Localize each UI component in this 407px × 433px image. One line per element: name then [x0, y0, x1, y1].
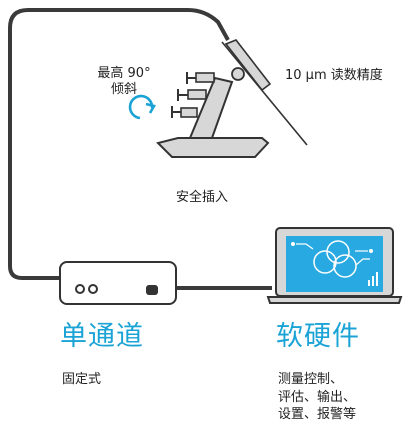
- stand-icon: [156, 72, 270, 158]
- rotate-arrow-icon: [128, 94, 156, 120]
- probe-icon: [221, 39, 308, 146]
- right-desc-line: 测量控制、: [278, 372, 344, 387]
- tilt-label: 最高 90° 倾斜: [88, 66, 160, 99]
- left-section-title: 单通道: [60, 321, 144, 352]
- right-section-title: 软硬件: [276, 321, 360, 352]
- right-section-desc: 测量控制、 评估、输出、 设置、报警等: [278, 371, 356, 424]
- bar-chart-icon: [368, 272, 378, 286]
- safe-insert-label: 安全插入: [176, 190, 229, 205]
- tilt-line-1: 最高 90°: [97, 66, 151, 81]
- right-desc-line: 设置、报警等: [278, 407, 357, 423]
- cable: [8, 8, 230, 280]
- controller-icon: [59, 261, 177, 305]
- readout-label: 10 µm 读数精度: [285, 68, 383, 83]
- tilt-line-2: 倾斜: [110, 82, 137, 98]
- laptop-icon: [266, 227, 403, 304]
- right-desc-line: 评估、输出、: [278, 389, 357, 405]
- left-section-desc: 固定式: [62, 372, 102, 387]
